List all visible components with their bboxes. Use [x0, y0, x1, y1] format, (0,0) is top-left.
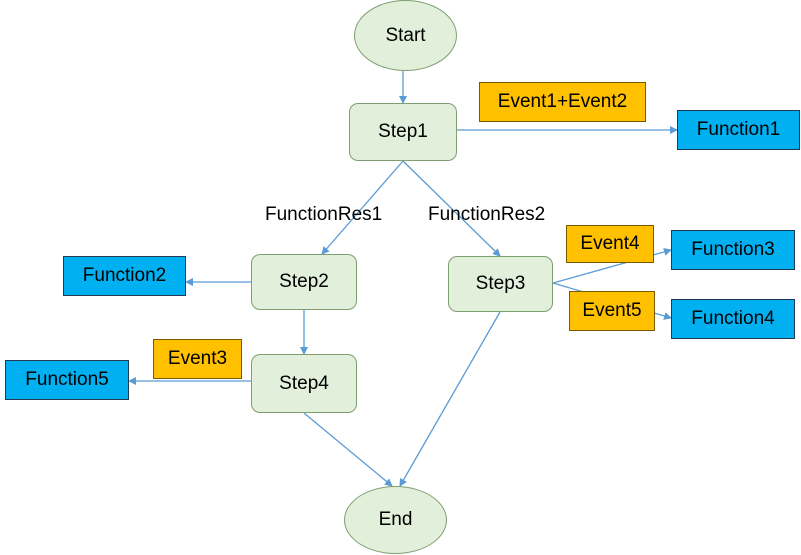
step2-node: Step2 — [251, 254, 357, 310]
function1-label: Function1 — [696, 119, 781, 140]
event1-event2-box: Event1+Event2 — [479, 82, 646, 122]
event5-label: Event5 — [582, 300, 642, 321]
event4-label: Event4 — [580, 233, 640, 254]
event4-box: Event4 — [566, 225, 654, 263]
function5-label: Function5 — [25, 369, 109, 390]
function4-label: Function4 — [691, 308, 775, 329]
event5-box: Event5 — [569, 291, 655, 331]
step2-node-label: Step2 — [279, 271, 329, 292]
step1-node: Step1 — [349, 103, 457, 161]
step1-node-label: Step1 — [378, 121, 428, 142]
function2-box: Function2 — [63, 256, 186, 296]
function-res2-label: FunctionRes2 — [428, 204, 546, 225]
event3-label: Event3 — [167, 348, 228, 369]
function3-label: Function3 — [691, 239, 775, 260]
function1-box: Function1 — [677, 110, 800, 150]
start-node: Start — [354, 0, 457, 71]
arrow-step3-to-end — [399, 311, 501, 487]
end-node: End — [344, 486, 447, 554]
event3-box: Event3 — [153, 339, 242, 379]
event1-event2-label: Event1+Event2 — [497, 91, 628, 112]
function3-box: Function3 — [671, 230, 795, 270]
start-node-label: Start — [385, 24, 426, 46]
end-node-label: End — [378, 509, 413, 530]
function4-box: Function4 — [671, 299, 795, 339]
arrow-step1-to-step2 — [321, 160, 404, 255]
arrow-step1-to-step3 — [402, 160, 501, 257]
function2-label: Function2 — [82, 265, 167, 286]
function5-box: Function5 — [5, 360, 129, 400]
step4-node: Step4 — [251, 354, 357, 413]
function-res1-label: FunctionRes1 — [265, 204, 383, 225]
step3-node-label: Step3 — [475, 273, 526, 294]
step4-node-label: Step4 — [279, 372, 329, 394]
step3-node: Step3 — [448, 256, 553, 312]
arrow-step4-to-end — [303, 412, 393, 487]
